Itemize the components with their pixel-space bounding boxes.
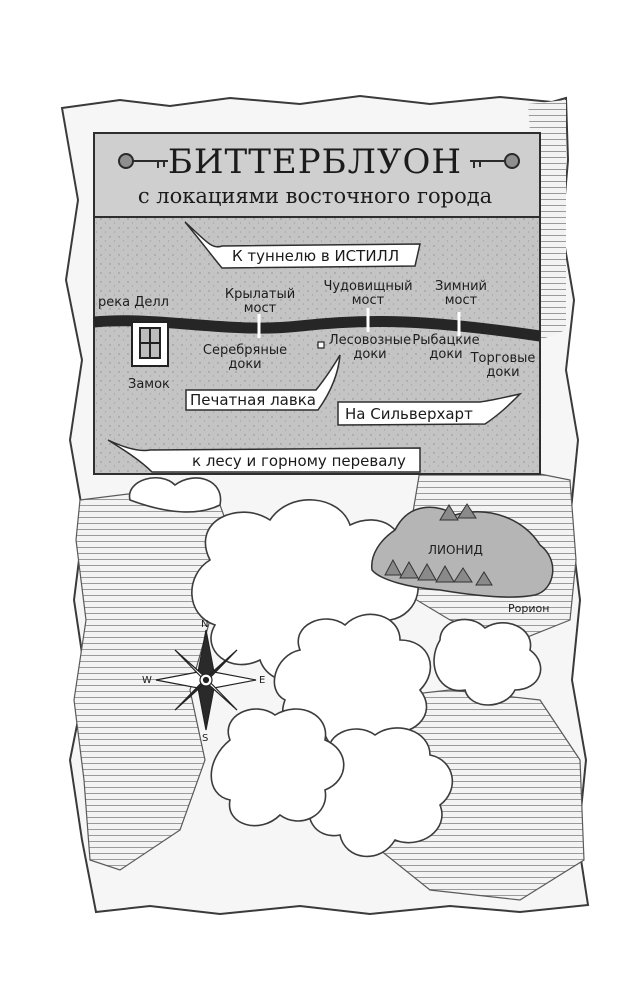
key-icon [470,153,520,169]
label-line: доки [429,347,463,362]
banner-print-shop [185,354,341,411]
mountain-icons [384,503,493,586]
bridges [257,308,461,338]
compass-w: W [142,675,152,686]
compass-rose-icon [155,629,257,731]
print-shop-marker [317,341,325,349]
banner-silverhart [337,392,523,426]
label-river: река Делл [98,295,169,310]
key-icon [118,153,168,169]
label-trade-docks: Торговые доки [468,352,538,380]
banner-forest [107,439,421,473]
label-line: мост [444,293,478,308]
banner-print-shop-label: Печатная лавка [190,391,316,409]
label-line: Торговые [470,351,536,366]
compass-n: N [201,619,209,630]
banner-forest-label: к лесу и горному перевалу [192,452,406,470]
label-line: Крылатый [224,287,296,302]
banner-silverhart-label: На Сильверхарт [345,405,473,423]
label-line: Лесовозные [328,333,412,348]
map-title: БИТТЕРБЛУОН [167,142,463,182]
label-winter-bridge: Зимний мост [428,280,494,308]
label-fisher-docks: Рыбацкие доки [410,334,482,362]
banner-tunnel-label: К туннелю в ИСТИЛЛ [232,247,400,265]
label-winged-bridge: Крылатый мост [220,288,300,316]
label-line: мост [351,293,385,308]
label-timber-docks: Лесовозные доки [326,334,414,362]
label-rorion: Рорион [508,602,550,615]
compass-s: S [202,733,209,744]
label-line: Рыбацкие [412,333,480,348]
label-line: доки [353,347,387,362]
label-line: мост [243,301,277,316]
label-monster-bridge: Чудовищный мост [322,280,414,308]
compass-e: E [259,675,266,686]
label-castle: Замок [128,377,170,392]
label-line: Чудовищный [323,279,413,294]
castle-icon [131,321,169,367]
label-line: доки [228,357,262,372]
label-silver-docks: Серебряные доки [200,344,290,372]
label-line: Серебряные [202,343,288,358]
map-subtitle: с локациями восточного города [137,184,493,208]
title-panel [93,132,541,218]
banner-tunnel [184,221,421,269]
label-line: доки [486,365,520,380]
label-line: Зимний [435,279,487,294]
clouds [128,476,542,858]
label-lionid: ЛИОНИД [428,543,483,557]
